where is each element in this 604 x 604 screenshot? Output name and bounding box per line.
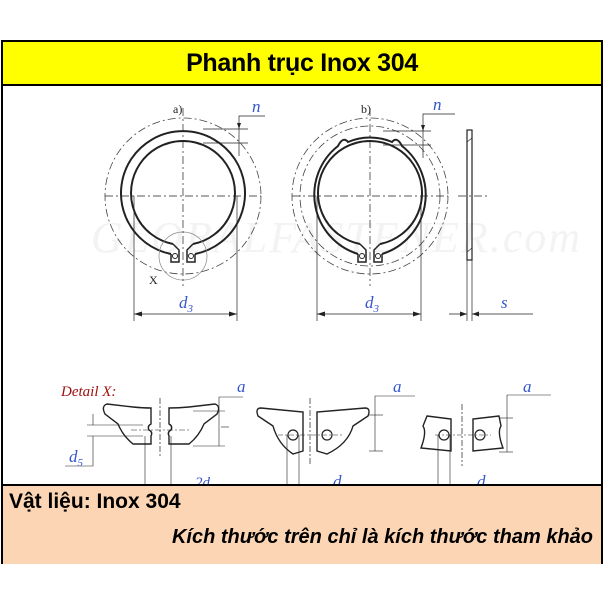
material-label: Vật liệu: Inox 304 — [9, 490, 181, 513]
view-b — [291, 108, 533, 321]
detail-1-dim-a: a — [237, 377, 246, 396]
technical-drawing: GLOBALFASTENER.com — [3, 86, 601, 512]
view-a-dim-n: n — [252, 97, 261, 116]
detail-panel-2 — [221, 395, 415, 498]
detail-panel-3 — [418, 394, 551, 498]
page-title: Phanh trục Inox 304 — [186, 48, 418, 77]
view-a-label: a) — [173, 102, 182, 116]
view-b-dim-d3: d3 — [365, 293, 380, 315]
reference-note: Kích thước trên chỉ là kích thước tham k… — [171, 526, 593, 548]
detail-2-dim-a: a — [393, 377, 402, 396]
detail-2-dim-d5: d5 — [333, 472, 348, 484]
watermark: GLOBALFASTENER.com — [91, 213, 582, 262]
detail-title: Detail X: — [60, 384, 116, 400]
side-view-dim-s: s — [501, 293, 508, 312]
view-a-dim-d3: d3 — [179, 293, 194, 315]
detail-1-dim-2d5: 2d5 — [195, 475, 215, 484]
view-a — [104, 108, 265, 321]
footer-info: Vật liệu: Inox 304 Kích thước trên chỉ l… — [3, 484, 601, 564]
title-bar: Phanh trục Inox 304 — [3, 42, 601, 86]
view-b-label: b) — [361, 102, 371, 116]
product-card: Phanh trục Inox 304 GLOBALFASTENER.com — [1, 40, 603, 564]
view-b-dim-n: n — [433, 95, 442, 114]
view-a-detail-marker: X — [149, 273, 158, 287]
detail-panel-1 — [65, 396, 243, 498]
detail-3-dim-a: a — [523, 377, 532, 396]
detail-3-dim-d5: d5 — [477, 472, 492, 484]
detail-1-dim-d5: d5 — [69, 447, 84, 469]
